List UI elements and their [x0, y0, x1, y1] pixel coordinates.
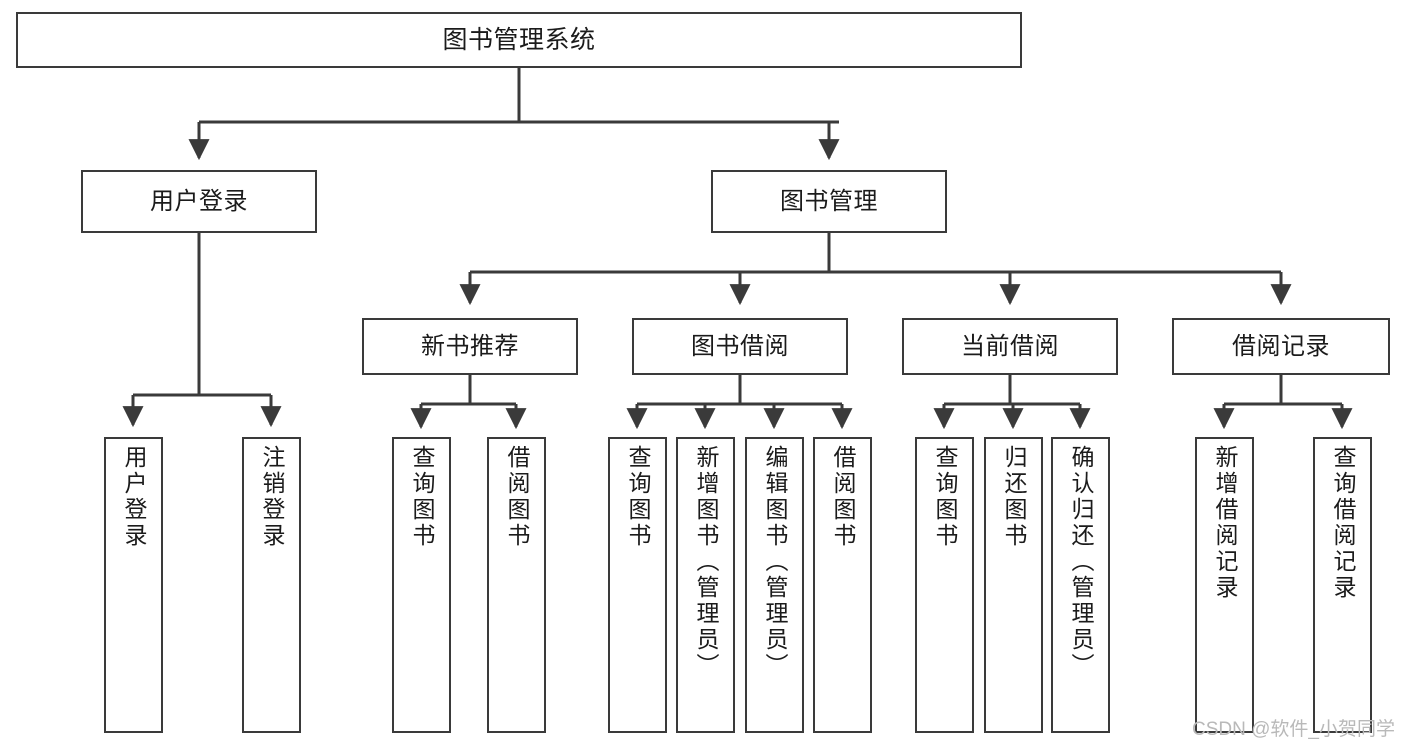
leaf-user-login-logout[interactable]: 注销登录: [242, 437, 301, 733]
node-label: 用户登录: [121, 445, 147, 549]
leaf-current-confirm-return-admin[interactable]: 确认归还（管理员）: [1051, 437, 1110, 733]
leaf-user-login-login[interactable]: 用户登录: [104, 437, 163, 733]
node-label: 图书借阅: [691, 332, 789, 360]
node-label: 查询图书: [932, 445, 958, 549]
node-label: 新书推荐: [421, 332, 519, 360]
node-label: 查询借阅记录: [1330, 445, 1356, 601]
leaf-recommend-query-book[interactable]: 查询图书: [392, 437, 451, 733]
leaf-borrow-add-book-admin[interactable]: 新增图书（管理员）: [676, 437, 735, 733]
node-label: 借阅记录: [1232, 332, 1330, 360]
node-label: 确认归还（管理员）: [1068, 445, 1094, 679]
leaf-borrow-edit-book-admin[interactable]: 编辑图书（管理员）: [745, 437, 804, 733]
node-book-borrow[interactable]: 图书借阅: [632, 318, 848, 375]
node-root-book-management-system[interactable]: 图书管理系统: [16, 12, 1022, 68]
node-label: 新增图书（管理员）: [693, 445, 719, 679]
leaf-record-query-borrow-record[interactable]: 查询借阅记录: [1313, 437, 1372, 733]
leaf-borrow-query-book[interactable]: 查询图书: [608, 437, 667, 733]
leaf-current-query-book[interactable]: 查询图书: [915, 437, 974, 733]
node-label: 归还图书: [1001, 445, 1027, 549]
leaf-current-return-book[interactable]: 归还图书: [984, 437, 1043, 733]
leaf-recommend-borrow-book[interactable]: 借阅图书: [487, 437, 546, 733]
node-label: 查询图书: [409, 445, 435, 549]
watermark: CSDN @软件_小贺同学: [1192, 719, 1395, 740]
node-label: 用户登录: [150, 187, 248, 215]
leaf-borrow-borrow-book[interactable]: 借阅图书: [813, 437, 872, 733]
node-label: 新增借阅记录: [1212, 445, 1238, 601]
node-new-book-recommend[interactable]: 新书推荐: [362, 318, 578, 375]
node-label: 图书管理: [780, 187, 878, 215]
node-label: 注销登录: [259, 445, 285, 549]
node-user-login[interactable]: 用户登录: [81, 170, 317, 233]
node-label: 查询图书: [625, 445, 651, 549]
node-label: 当前借阅: [961, 332, 1059, 360]
node-book-management[interactable]: 图书管理: [711, 170, 947, 233]
node-borrow-record[interactable]: 借阅记录: [1172, 318, 1390, 375]
node-label: 编辑图书（管理员）: [762, 445, 788, 679]
node-label: 借阅图书: [504, 445, 530, 549]
node-label: 图书管理系统: [442, 25, 596, 54]
leaf-record-add-borrow-record[interactable]: 新增借阅记录: [1195, 437, 1254, 733]
node-current-borrow[interactable]: 当前借阅: [902, 318, 1118, 375]
node-label: 借阅图书: [830, 445, 856, 549]
